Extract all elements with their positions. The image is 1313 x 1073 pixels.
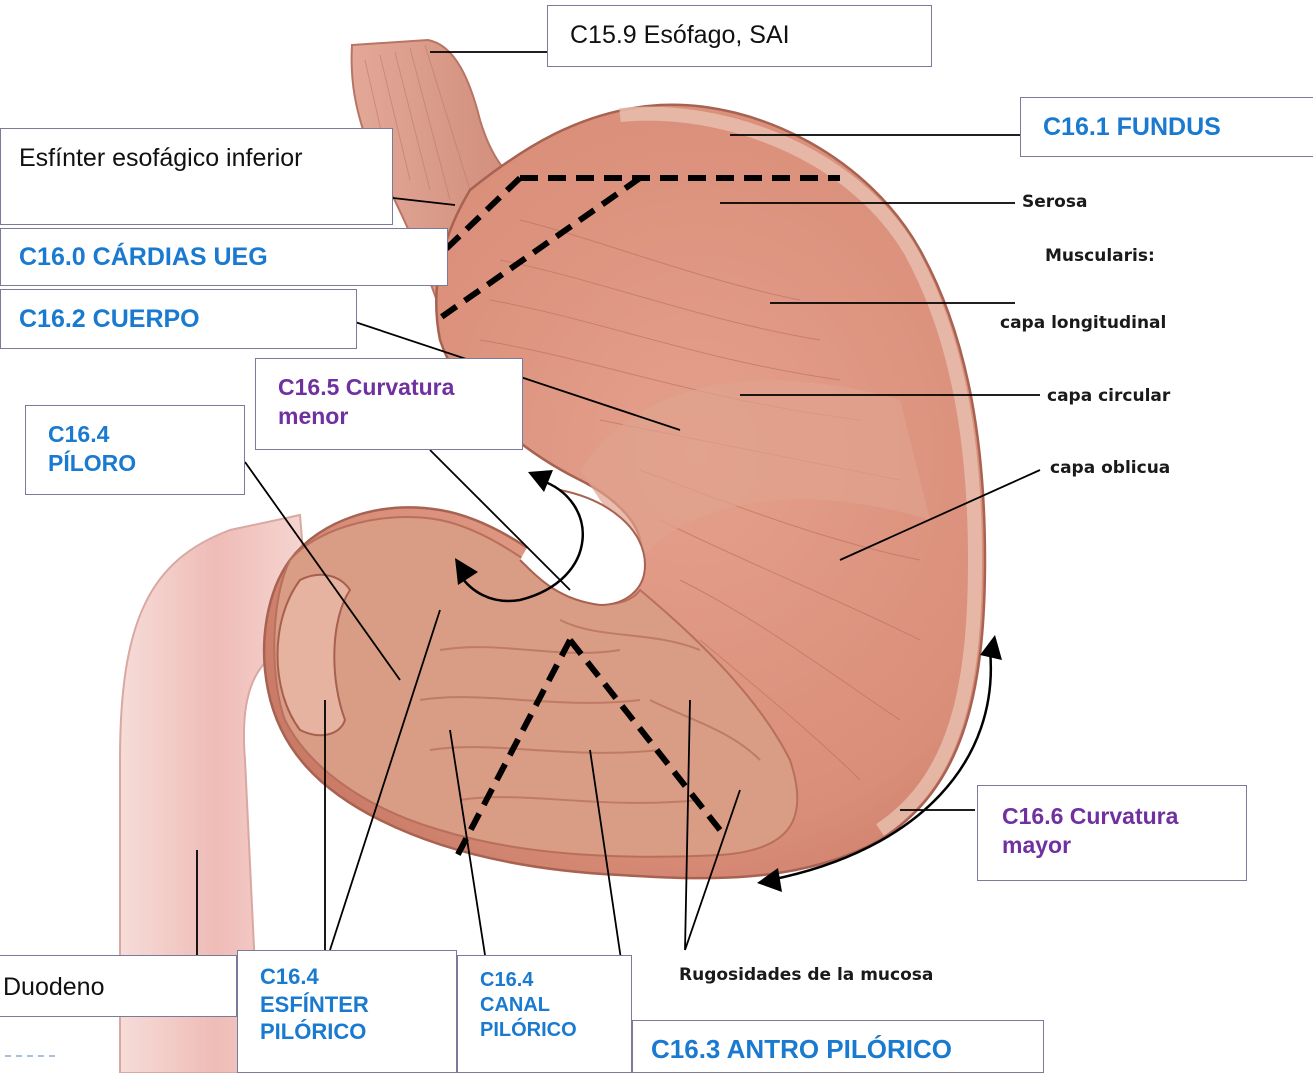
annotation-rugae: Rugosidades de la mucosa	[679, 965, 933, 985]
annotation-serosa: Serosa	[1022, 192, 1087, 212]
annotation-circular: capa circular	[1047, 386, 1170, 406]
label-fundus: C16.1 FUNDUS	[1020, 97, 1313, 157]
label-esophagus: C15.9 Esófago, SAI	[547, 5, 932, 67]
annotation-oblique: capa oblicua	[1050, 458, 1170, 478]
annotation-muscularis: Muscularis:	[1045, 246, 1155, 266]
label-body: C16.2 CUERPO	[0, 289, 357, 349]
annotation-longitudinal: capa longitudinal	[1000, 313, 1166, 333]
label-greater-curvature: C16.6 Curvatura mayor	[977, 785, 1247, 881]
label-pyloric-sphincter: C16.4 ESFÍNTER PILÓRICO	[237, 950, 457, 1073]
label-duodenum: Duodeno	[0, 955, 237, 1017]
label-cardias: C16.0 CÁRDIAS UEG	[0, 228, 448, 286]
label-pyloric-antrum: C16.3 ANTRO PILÓRICO	[632, 1020, 1044, 1073]
label-lesser-curvature: C16.5 Curvatura menor	[255, 358, 523, 450]
label-pylorus: C16.4 PÍLORO	[25, 405, 245, 495]
label-lower-esophageal-sphincter: Esfínter esofágico inferior	[0, 128, 393, 225]
label-pyloric-canal: C16.4 CANAL PILÓRICO	[457, 955, 632, 1073]
